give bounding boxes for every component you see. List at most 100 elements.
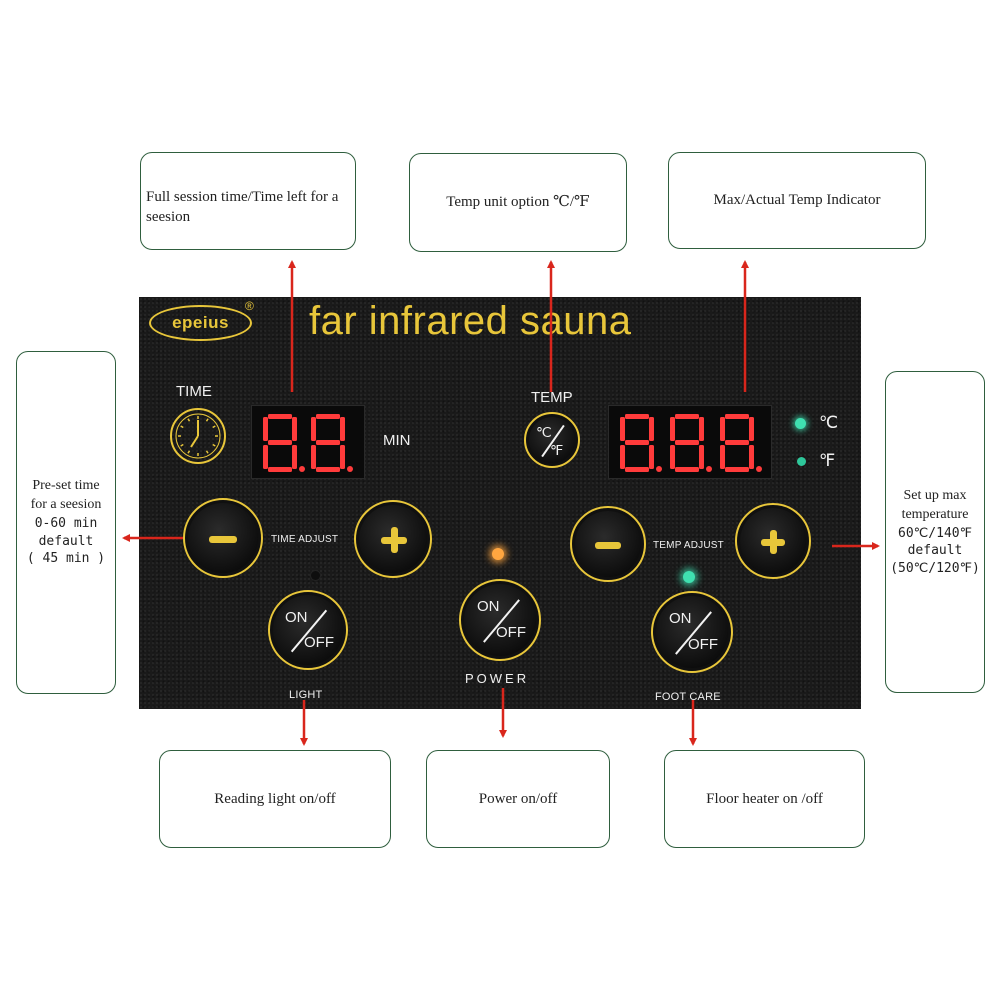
segment [670,417,675,441]
time-plus-button[interactable] [354,500,432,578]
decimal-point [347,466,353,472]
segment [263,417,268,441]
segment [749,445,754,469]
fahrenheit-indicator-label: ℉ [819,451,836,470]
segment [316,440,340,445]
segment [340,417,345,441]
preset-time-line-1: Pre-set time [32,478,100,494]
time-display [251,405,365,479]
callout-session-time: Full session time/Time left for a seesio… [140,152,356,250]
callout-floor-heater-text: Floor heater on /off [706,790,823,807]
plus-icon-v [391,527,398,553]
max-temp-default-value: (50℃/120℉) [890,560,980,576]
segment [316,414,340,419]
max-temp-line-1: Set up max [903,487,967,503]
segment [670,445,675,469]
panel-title: far infrared sauna [309,299,632,343]
segment [725,467,749,472]
segment [263,445,268,469]
preset-time-default-value: ( 45 min ) [26,551,106,567]
segment [268,414,292,419]
segment [720,445,725,469]
callout-temp-unit: Temp unit option ℃/℉ [409,153,627,252]
segment [268,440,292,445]
power-onoff-button[interactable]: ON OFF [459,579,541,661]
segment [649,417,654,441]
segment [675,414,699,419]
segment [725,414,749,419]
segment [316,467,340,472]
plus-icon-v [770,530,777,554]
light-onoff-button[interactable]: ON OFF [268,590,348,670]
segment [675,467,699,472]
temp-digit-3 [720,414,762,472]
callout-temp-indicator: Max/Actual Temp Indicator [668,152,926,249]
temp-plus-button[interactable] [735,503,811,579]
light-led [311,571,320,580]
temp-minus-button[interactable] [570,506,646,582]
segment [699,417,704,441]
light-off-text: OFF [304,634,334,651]
foot-care-led [683,571,695,583]
temp-label: TEMP [531,389,573,406]
control-panel: epeius ® far infrared sauna TIME MIN TEM… [139,297,861,709]
temp-digit-2 [670,414,712,472]
celsius-indicator-label: ℃ [819,413,839,432]
brand-logo-text: epeius [172,313,229,332]
time-label: TIME [176,383,212,400]
preset-time-line-2: for a seesion [30,497,102,513]
preset-time-range: 0-60 min [34,516,98,532]
temp-display [608,405,772,479]
segment [340,445,345,469]
segment [625,414,649,419]
foot-care-onoff-button[interactable]: ON OFF [651,591,733,673]
max-temp-range: 60℃/140℉ [898,525,972,541]
callout-preset-time: Pre-set time for a seesion 0-60 min defa… [16,351,116,694]
max-temp-default: default [907,543,963,559]
power-label: POWER [465,671,530,686]
time-digit-2 [311,414,353,472]
power-on-text: ON [477,598,500,615]
time-digit-1 [263,414,305,472]
minus-icon [595,542,621,549]
decimal-point [656,466,662,472]
foot-care-label: FOOT CARE [655,691,721,703]
time-adjust-label: TIME ADJUST [271,534,339,545]
segment [720,417,725,441]
power-led [492,548,504,560]
time-minus-button[interactable] [183,498,263,578]
segment [675,440,699,445]
segment [649,445,654,469]
light-label: LIGHT [289,689,323,701]
foot-care-on-text: ON [669,610,692,627]
registered-mark: ® [245,299,254,313]
minus-icon [209,536,237,543]
segment [620,445,625,469]
temp-unit-button[interactable]: ℃ ℉ [524,412,580,468]
light-on-text: ON [285,609,308,626]
temp-adjust-label: TEMP ADJUST [653,540,724,551]
callout-temp-unit-text: Temp unit option ℃/℉ [446,194,590,211]
segment [311,417,316,441]
callout-temp-indicator-text: Max/Actual Temp Indicator [713,192,881,209]
max-temp-line-2: temperature [901,506,969,522]
callout-max-temp: Set up max temperature 60℃/140℉ default … [885,371,985,693]
segment [625,467,649,472]
unit-f-label: ℉ [550,442,564,458]
segment [749,417,754,441]
decimal-point [299,466,305,472]
brand-logo: epeius [149,305,252,341]
celsius-led [795,418,806,429]
foot-care-off-text: OFF [688,636,718,653]
min-label: MIN [383,432,411,449]
decimal-point [706,466,712,472]
callout-power-text: Power on/off [478,790,558,807]
segment [625,440,649,445]
segment [292,445,297,469]
segment [292,417,297,441]
segment [725,440,749,445]
decimal-point [756,466,762,472]
callout-session-time-text: Full session time/Time left for a seesio… [146,189,339,226]
callout-power: Power on/off [426,750,610,848]
segment [699,445,704,469]
